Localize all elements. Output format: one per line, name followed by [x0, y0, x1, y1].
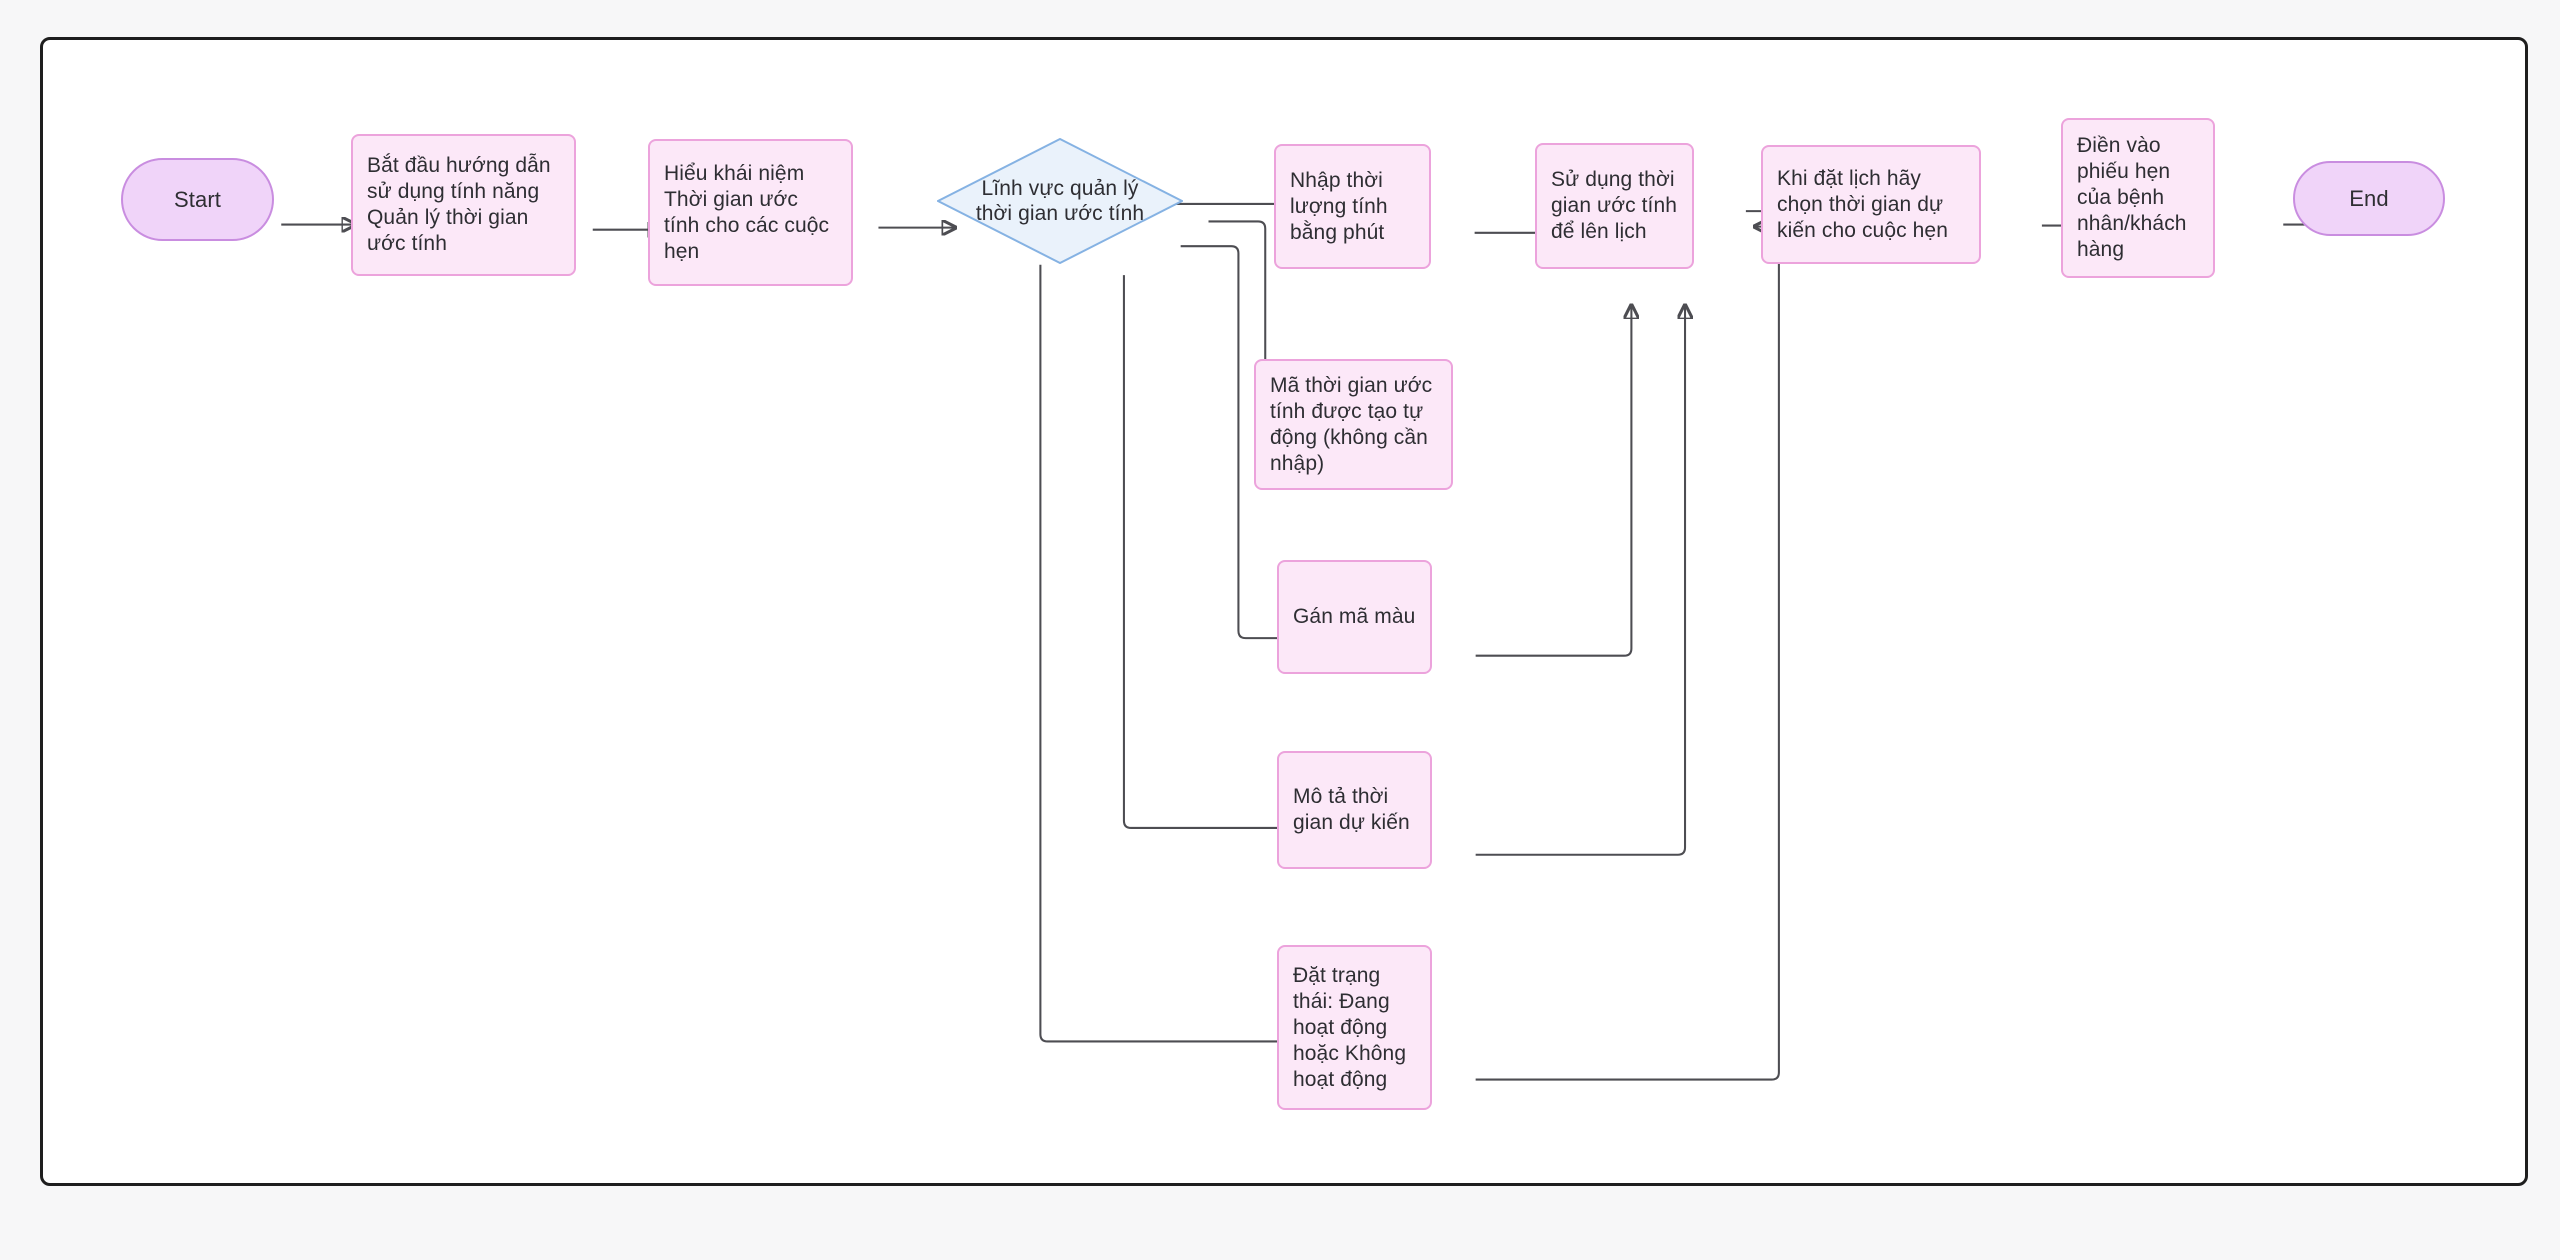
node-booking: Khi đặt lịch hãy chọn thời gian dự kiến … — [1761, 145, 1981, 264]
node-decision: Lĩnh vực quản lý thời gian ước tính — [937, 138, 1183, 264]
diagram-canvas: Start Bắt đầu hướng dẫn sử dụng tính năn… — [40, 37, 2528, 1186]
edge-colorcode-use — [1475, 306, 1632, 657]
node-concept: Hiểu khái niệm Thời gian ước tính cho cá… — [648, 139, 853, 286]
node-description: Mô tả thời gian dự kiến — [1277, 751, 1432, 869]
node-duration: Nhập thời lượng tính bằng phút — [1274, 144, 1431, 269]
node-colorcode: Gán mã màu — [1277, 560, 1432, 674]
edge-status-use — [1475, 227, 1780, 1081]
node-status: Đặt trạng thái: Đang hoạt động hoặc Khôn… — [1277, 945, 1432, 1110]
diagram-frame: Start Bắt đầu hướng dẫn sử dụng tính năn… — [40, 37, 2528, 1186]
edge-decision-description — [1122, 275, 1307, 828]
node-decision-label: Lĩnh vực quản lý thời gian ước tính — [975, 177, 1145, 225]
edge-description-use — [1475, 306, 1685, 856]
decision-diamond-shape — [937, 138, 1183, 264]
node-use: Sử dụng thời gian ước tính để lên lịch — [1535, 143, 1694, 269]
node-start: Start — [121, 158, 274, 241]
node-autocode: Mã thời gian ước tính được tạo tự động (… — [1254, 359, 1453, 490]
node-intro: Bắt đầu hướng dẫn sử dụng tính năng Quản… — [351, 134, 576, 276]
node-end: End — [2293, 161, 2445, 236]
node-ticket: Điền vào phiếu hẹn của bệnh nhân/khách h… — [2061, 118, 2215, 278]
